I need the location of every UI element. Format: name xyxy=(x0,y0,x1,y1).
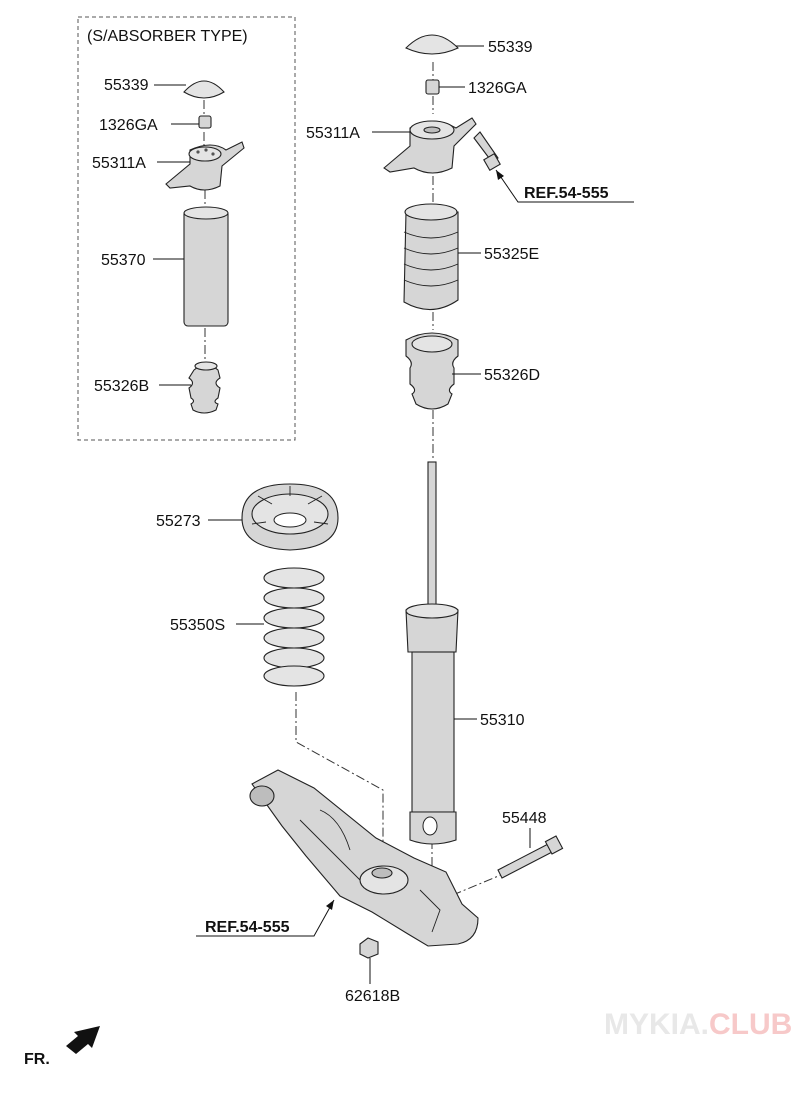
nut-1326GA xyxy=(425,79,440,95)
ref-54-555-top: REF.54-555 xyxy=(524,185,609,202)
label-55326D: 55326D xyxy=(484,367,540,384)
ref-54-555-bottom: REF.54-555 xyxy=(205,919,290,936)
label-62618B: 62618B xyxy=(345,988,400,1005)
inset-dust-cap-55339 xyxy=(183,80,225,99)
label-55339: 55339 xyxy=(488,39,533,56)
spring-pad-55273 xyxy=(241,483,339,551)
label-inset-55339: 55339 xyxy=(104,77,149,94)
mount-bolt xyxy=(473,131,501,171)
label-inset-55370: 55370 xyxy=(101,252,146,269)
bolt-55448 xyxy=(497,835,564,879)
inset-bump-stopper-55326B xyxy=(188,361,221,414)
label-55311A: 55311A xyxy=(306,125,360,142)
label-55350S: 55350S xyxy=(170,617,225,634)
dust-cover-55325E xyxy=(403,203,459,311)
inset-title: (S/ABSORBER TYPE) xyxy=(87,28,248,45)
dust-cap-55339 xyxy=(405,34,459,55)
inset-nut-1326GA xyxy=(198,115,212,129)
label-55325E: 55325E xyxy=(484,246,539,263)
watermark: MYKIA.CLUB xyxy=(604,1008,792,1041)
inset-dust-cover-55370 xyxy=(183,206,229,327)
bump-stopper-55326D xyxy=(405,332,459,410)
label-inset-1326GA: 1326GA xyxy=(99,117,158,134)
inset-box xyxy=(77,16,296,441)
inset-centerline xyxy=(203,100,206,362)
shock-absorber-55310 xyxy=(405,461,459,845)
coil-spring-55350S xyxy=(263,567,325,687)
lower-control-arm xyxy=(249,769,479,947)
nut-62618B xyxy=(359,937,379,959)
mount-55311A xyxy=(383,117,477,174)
inset-mount-55311A xyxy=(165,141,245,191)
watermark-part1: MYKIA. xyxy=(604,1008,709,1041)
front-arrow-icon xyxy=(66,1026,100,1054)
label-inset-55326B: 55326B xyxy=(94,378,149,395)
watermark-part2: CLUB xyxy=(709,1008,792,1041)
front-direction-label: FR. xyxy=(24,1051,50,1068)
main-centerline xyxy=(431,62,434,892)
label-inset-55311A: 55311A xyxy=(92,155,146,172)
label-55310: 55310 xyxy=(480,712,525,729)
label-55448: 55448 xyxy=(502,810,547,827)
spring-centerline xyxy=(295,692,384,862)
label-1326GA: 1326GA xyxy=(468,80,527,97)
label-55273: 55273 xyxy=(156,513,201,530)
